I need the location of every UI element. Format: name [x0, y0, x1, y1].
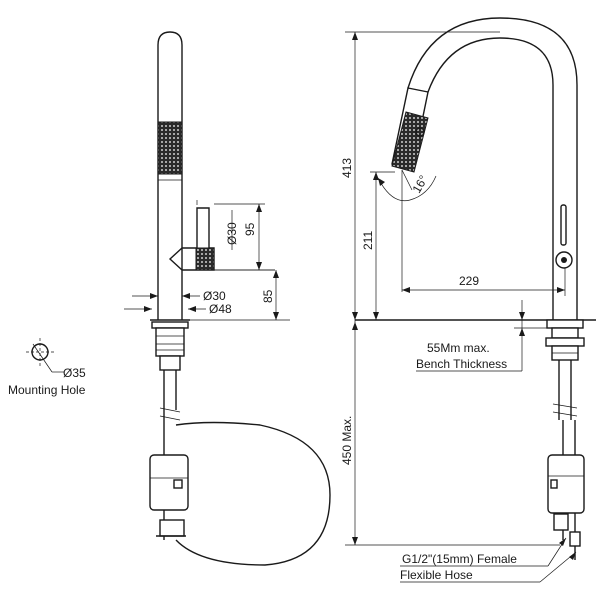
front-hose-break	[159, 407, 181, 421]
front-view: 95 Ø30 85 Ø30 Ø48	[124, 31, 331, 566]
dim-base-height: 85	[261, 289, 275, 303]
front-fitting	[159, 519, 185, 537]
front-knurled-handle	[157, 121, 183, 175]
side-lever	[560, 204, 567, 246]
mounting-hole-diameter: Ø35	[63, 366, 86, 380]
dim-below-bench: 450 Max.	[340, 416, 354, 465]
side-spout-inner	[407, 17, 578, 320]
front-shank	[155, 327, 185, 357]
hose-label-line2: Flexible Hose	[400, 568, 473, 582]
bench-thickness-line1: 55Mm max.	[427, 341, 490, 355]
angle-arc	[377, 175, 437, 202]
dim-outlet-height: 211	[361, 231, 375, 250]
dim-total-height: 413	[340, 158, 354, 178]
side-spout-outer	[427, 37, 554, 320]
mounting-hole-label: Mounting Hole	[8, 383, 86, 397]
side-hoses-upper	[558, 360, 572, 420]
dim-outlet-diameter: Ø30	[225, 222, 239, 245]
side-weight	[547, 454, 585, 514]
front-nut	[159, 355, 181, 371]
dim-angle: 16°	[409, 173, 430, 196]
hose-label-line1: G1/2"(15mm) Female	[402, 552, 517, 566]
side-knurled-head	[391, 111, 429, 173]
side-base-ring	[546, 319, 584, 329]
front-hose-loop	[175, 421, 331, 566]
side-view: 413 211 16° 229 450 Max. 55Mm max. Bench…	[340, 17, 596, 583]
front-body-outline	[157, 31, 183, 320]
front-knurled-knob	[195, 247, 215, 271]
dim-body-diameter: Ø30	[203, 289, 226, 303]
front-lever-cone	[168, 247, 183, 271]
dim-spout-rise: 95	[243, 222, 257, 236]
bench-thickness-line2: Bench Thickness	[416, 357, 507, 371]
front-base-ring	[151, 321, 189, 329]
dim-base-diameter: Ø48	[209, 302, 232, 316]
mounting-hole-symbol: Ø35 Mounting Hole	[8, 338, 86, 397]
dim-reach: 229	[459, 274, 479, 288]
front-weight	[149, 454, 189, 511]
